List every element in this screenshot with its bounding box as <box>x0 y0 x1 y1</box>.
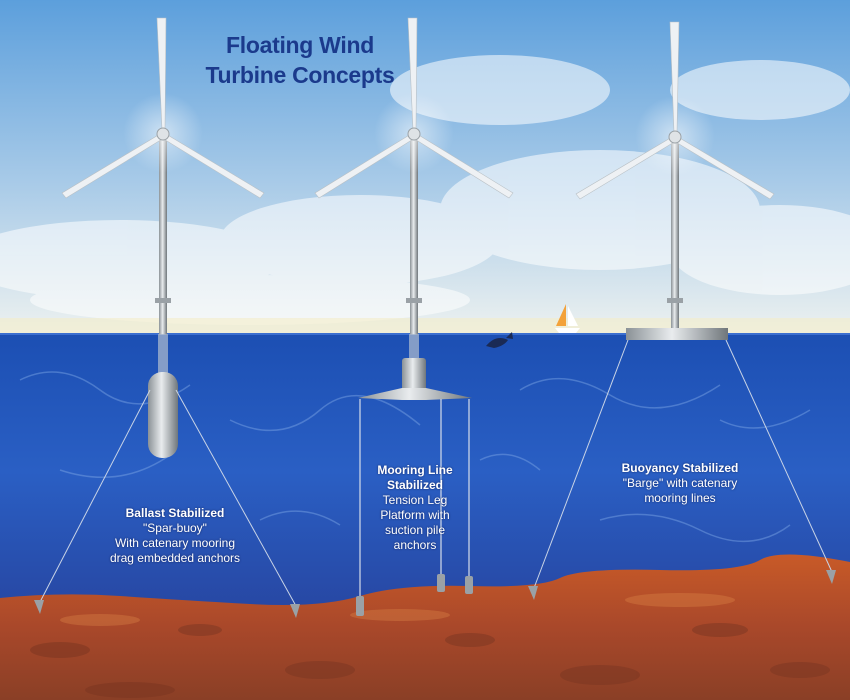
concept-line: Platform with <box>380 508 450 522</box>
concept-heading: Mooring Line <box>377 463 453 477</box>
concept-line: With catenary mooring <box>114 536 236 550</box>
seabed <box>0 554 850 700</box>
mooring-line <box>175 389 297 607</box>
concept-line: Tension Leg <box>382 493 448 507</box>
concept-heading: Buoyancy Stabilized <box>621 461 739 475</box>
diagram-title: Floating Wind Turbine Concepts <box>200 30 400 90</box>
concept-heading: Stabilized <box>386 478 443 492</box>
anchor-icon <box>437 574 445 592</box>
wind-turbine-icon <box>61 17 265 335</box>
mooring-line-stabilized-label: Mooring Line Stabilized Tension Leg Plat… <box>360 463 470 553</box>
mooring-line <box>725 339 833 573</box>
ballast-stabilized-label: Ballast Stabilized "Spar-buoy" With cate… <box>85 506 265 566</box>
wind-turbine-icon <box>575 21 775 330</box>
spar-buoy-turbine <box>34 17 300 618</box>
clouds <box>0 55 850 325</box>
buoyancy-stabilized-label: Buoyancy Stabilized "Barge" with catenar… <box>585 461 775 506</box>
mooring-line <box>39 389 151 603</box>
whale-icon <box>486 332 513 348</box>
concept-line: drag embedded anchors <box>109 551 241 565</box>
concept-line: anchors <box>393 538 437 552</box>
spar-buoy-hull <box>148 372 178 458</box>
anchor-icon <box>465 576 473 594</box>
mooring-line <box>533 339 629 589</box>
concept-heading: Ballast Stabilized <box>125 506 225 520</box>
anchor-icon <box>528 586 538 600</box>
anchor-icon <box>826 570 836 584</box>
seabed-highlights <box>60 593 735 626</box>
barge-turbine <box>528 21 836 600</box>
anchor-icon <box>290 604 300 618</box>
concept-line: "Spar-buoy" <box>143 521 207 535</box>
barge-hull <box>626 328 728 340</box>
title-line-2: Turbine Concepts <box>205 62 395 88</box>
anchor-icon <box>34 600 44 614</box>
concept-line: mooring lines <box>644 491 716 505</box>
seabed-texture <box>30 623 830 698</box>
anchor-icon <box>356 596 364 616</box>
wind-turbine-icon <box>314 17 514 335</box>
tlp-pontoon <box>358 388 472 400</box>
tension-legs <box>359 399 470 600</box>
sailboat-icon <box>555 304 580 333</box>
concept-line: "Barge" with catenary <box>622 476 738 490</box>
suction-pile-anchors <box>356 574 473 616</box>
tension-leg-turbine <box>314 17 514 616</box>
concept-line: suction pile <box>384 523 446 537</box>
title-line-1: Floating Wind <box>226 32 374 58</box>
